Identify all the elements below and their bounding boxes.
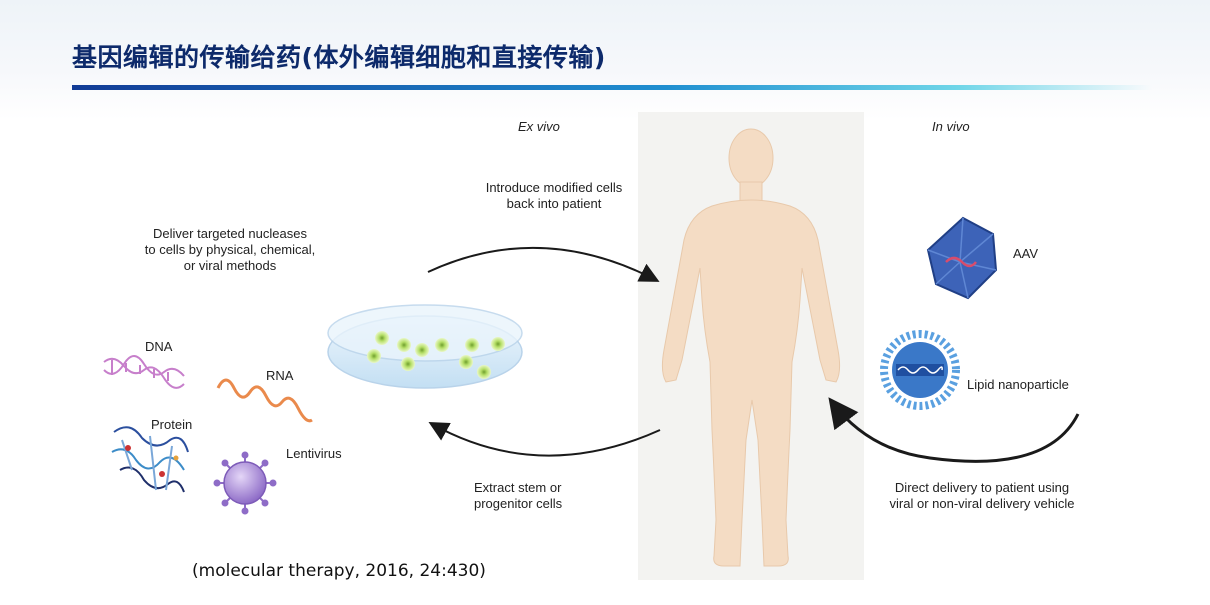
- extract-text: Extract stem or progenitor cells: [474, 480, 562, 512]
- protein-icon: [111, 426, 189, 493]
- rna-icon: [216, 378, 313, 423]
- lnp-label: Lipid nanoparticle: [967, 377, 1069, 392]
- extract-line-1: Extract stem or: [474, 480, 562, 495]
- dna-label: DNA: [145, 339, 173, 354]
- introduce-line-1: Introduce modified cells: [485, 180, 623, 195]
- deliver-line-1: Deliver targeted nucleases: [153, 226, 307, 241]
- direct-delivery-text: Direct delivery to patient using viral o…: [860, 480, 1104, 512]
- in-vivo-label: In vivo: [932, 119, 970, 134]
- deliver-line-2: to cells by physical, chemical,: [144, 242, 316, 257]
- aav-icon: [926, 216, 998, 300]
- aav-label: AAV: [1013, 246, 1039, 261]
- introduce-line-2: back into patient: [506, 196, 602, 211]
- deliver-line-3: or viral methods: [183, 258, 277, 273]
- introduce-arrow: [427, 246, 660, 282]
- extract-arrow: [428, 422, 661, 457]
- title-underline: [72, 85, 1152, 90]
- rna-label: RNA: [266, 368, 294, 383]
- introduce-text: Introduce modified cells back into patie…: [442, 180, 666, 212]
- dna-icon: [103, 355, 185, 389]
- lentivirus-icon: [213, 451, 277, 515]
- stem-cells: [367, 331, 505, 379]
- citation: (molecular therapy, 2016, 24:430): [192, 561, 486, 581]
- protein-label: Protein: [151, 417, 193, 432]
- human-body-icon: [661, 128, 841, 567]
- direct-line-1: Direct delivery to patient using: [894, 480, 1070, 495]
- direct-delivery-arrow: [828, 397, 1080, 463]
- ex-vivo-label: Ex vivo: [518, 119, 560, 134]
- extract-line-2: progenitor cells: [474, 496, 563, 511]
- lipid-nanoparticle-icon: [880, 330, 960, 410]
- lentivirus-label: Lentivirus: [286, 446, 342, 461]
- direct-line-2: viral or non-viral delivery vehicle: [889, 496, 1075, 511]
- deliver-text: Deliver targeted nucleases to cells by p…: [110, 226, 350, 274]
- slide-title: 基因编辑的传输给药(体外编辑细胞和直接传输): [72, 43, 606, 72]
